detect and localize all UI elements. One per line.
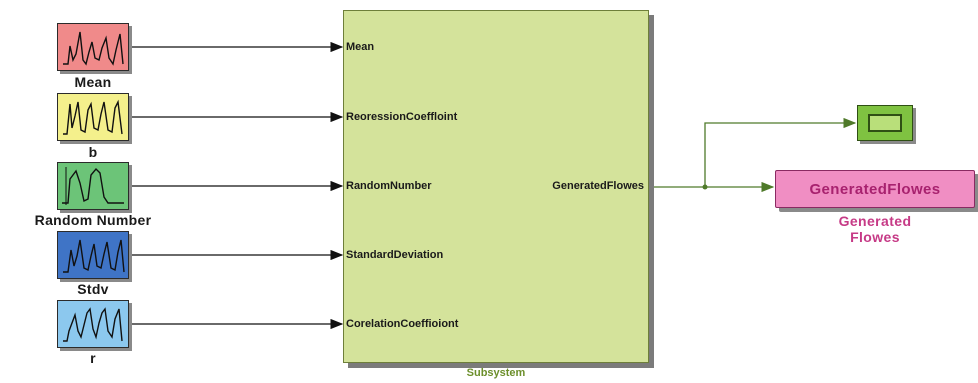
input-port-label-regression-coefficient: ReoressionCoeffloint	[346, 111, 458, 123]
source-block-r[interactable]	[57, 300, 129, 348]
source-label-r: r	[90, 350, 96, 366]
signal-line-to-scope[interactable]	[704, 117, 857, 187]
signal-wave-icon	[63, 31, 124, 66]
output-port-label: GeneratedFlowes	[552, 180, 644, 192]
signal-wave-icon	[62, 167, 124, 205]
input-port-label-mean: Mean	[346, 41, 375, 53]
outport-label-line1: Generated	[838, 213, 912, 229]
outport-block[interactable]: GeneratedFlowes	[775, 170, 975, 208]
subsystem-name-label: Subsystem	[466, 367, 526, 379]
input-port-label-standard-deviation: StandardDeviation	[346, 249, 444, 261]
outport-label-line2: Flowes	[850, 229, 900, 245]
input-port-label-random-number: RandomNumber	[346, 180, 432, 192]
branch-point	[702, 184, 708, 190]
outport-name-label: Generated Flowes	[800, 213, 950, 245]
source-block-b[interactable]	[57, 93, 129, 141]
source-block-random-number[interactable]	[57, 162, 129, 210]
scope-block[interactable]	[857, 105, 913, 141]
scope-icon	[868, 114, 902, 132]
subsystem-block[interactable]	[343, 10, 649, 363]
source-label-stdv: Stdv	[77, 281, 109, 297]
input-port-label-correlation-coefficient: CorelationCoeffioiont	[346, 318, 459, 330]
signal-wave-icon	[63, 307, 123, 342]
source-block-stdv[interactable]	[57, 231, 129, 279]
signal-wave-icon	[63, 239, 125, 273]
source-label-mean: Mean	[74, 74, 112, 90]
source-block-mean[interactable]	[57, 23, 129, 71]
source-label-b: b	[88, 144, 98, 160]
signal-wave-icon	[63, 99, 123, 135]
source-label-random-number: Random Number	[34, 212, 152, 228]
